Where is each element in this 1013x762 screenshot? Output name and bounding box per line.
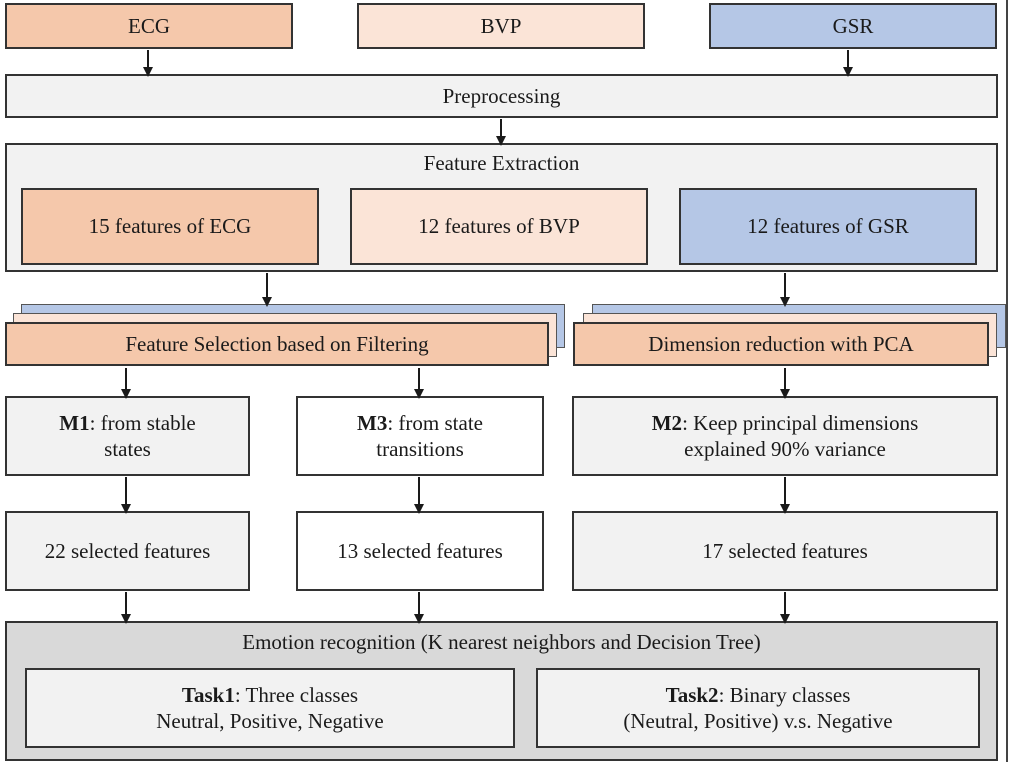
m2-label: M2 <box>651 410 683 435</box>
preprocessing-label: Preprocessing <box>442 83 561 108</box>
ecg-features-box: 15 features of ECG <box>21 188 319 265</box>
feature-selection-label: Feature Selection based on Filtering <box>125 331 429 356</box>
dimension-reduction-label: Dimension reduction with PCA <box>648 331 914 356</box>
m3-text-line1: : from state <box>387 410 483 435</box>
task2-text-line2: (Neutral, Positive) v.s. Negative <box>623 709 893 733</box>
ecg-features-label: 15 features of ECG <box>88 214 252 239</box>
feature-extraction-title: Feature Extraction <box>423 151 580 175</box>
preprocessing-box: Preprocessing <box>5 74 998 118</box>
gsr-features-label: 12 features of GSR <box>747 214 909 239</box>
dimension-reduction-box: Dimension reduction with PCA <box>573 322 989 366</box>
gsr-input-label: GSR <box>832 13 874 38</box>
emotion-recognition-title: Emotion recognition (K nearest neighbors… <box>242 630 761 654</box>
m1-label: M1 <box>59 410 90 435</box>
task1-text-line1: : Three classes <box>234 682 359 707</box>
m1-text-line1: : from stable <box>89 410 196 435</box>
ecg-input-box: ECG <box>5 3 293 49</box>
m2-selected-label: 17 selected features <box>702 538 868 563</box>
m1-box: M1: from stable states <box>5 396 250 476</box>
ecg-input-label: ECG <box>128 13 170 38</box>
feature-selection-box: Feature Selection based on Filtering <box>5 322 549 366</box>
task1-box: Task1: Three classes Neutral, Positive, … <box>25 668 515 748</box>
bvp-input-label: BVP <box>480 13 522 38</box>
m1-selected-label: 22 selected features <box>44 538 211 563</box>
m3-text-line2: transitions <box>376 437 464 461</box>
bvp-features-label: 12 features of BVP <box>418 214 580 239</box>
m2-text-line1: : Keep principal dimensions <box>682 410 919 435</box>
task1-text-line2: Neutral, Positive, Negative <box>156 709 384 733</box>
task2-box: Task2: Binary classes (Neutral, Positive… <box>536 668 980 748</box>
task2-text-line1: : Binary classes <box>718 682 851 707</box>
gsr-features-box: 12 features of GSR <box>679 188 977 265</box>
m3-box: M3: from state transitions <box>296 396 544 476</box>
task1-label: Task1 <box>181 682 235 707</box>
right-border-line <box>1006 0 1008 762</box>
bvp-input-box: BVP <box>357 3 645 49</box>
m2-text-line2: explained 90% variance <box>684 437 886 461</box>
m1-text-line2: states <box>104 437 151 461</box>
m3-label: M3 <box>357 410 388 435</box>
task2-label: Task2 <box>665 682 719 707</box>
m3-selected-box: 13 selected features <box>296 511 544 591</box>
bvp-features-box: 12 features of BVP <box>350 188 648 265</box>
m3-selected-label: 13 selected features <box>337 538 503 563</box>
gsr-input-box: GSR <box>709 3 997 49</box>
m2-box: M2: Keep principal dimensions explained … <box>572 396 998 476</box>
